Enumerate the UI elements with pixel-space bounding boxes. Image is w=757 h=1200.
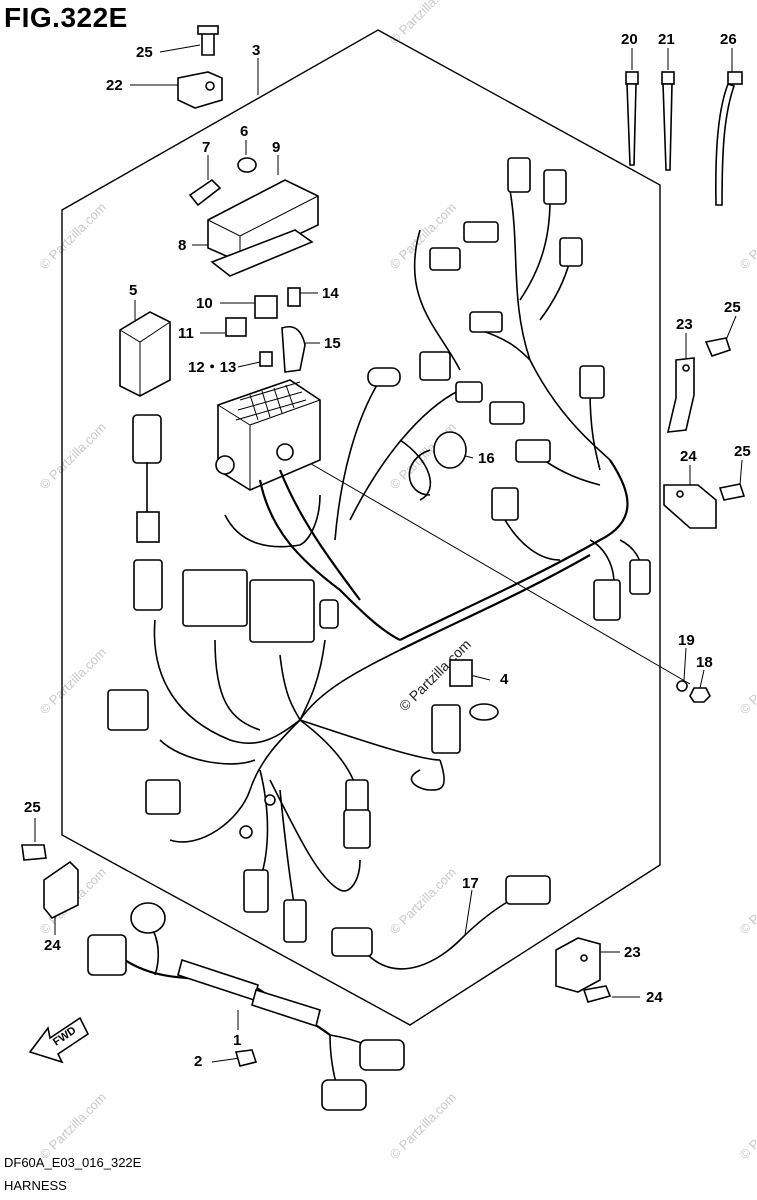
callout-22: 22 [106,77,123,94]
callout-4: 4 [500,671,509,688]
watermark: © Partzilla.com [387,1090,460,1163]
watermark: © Partzilla.com [37,420,110,493]
assembly-outline [61,29,661,1026]
connectors [107,157,651,943]
callout-8: 8 [178,237,186,254]
watermark: © Partzilla.com [387,865,460,938]
callout-9: 9 [272,139,280,156]
callout-15: 15 [324,335,341,352]
watermark: © Partzilla.com [37,200,110,273]
callout-25-left: 25 [24,799,41,816]
figure-code: DF60A_E03_016_322E [4,1155,142,1170]
callout-3: 3 [252,42,260,59]
callout-5: 5 [129,282,137,299]
callout-1: 1 [233,1032,241,1049]
callout-12-13: 12・13 [188,359,236,376]
callout-24-bottom: 24 [646,989,663,1006]
callout-25-right-lower: 25 [734,443,751,460]
bracket-22 [177,25,223,109]
watermark: © Partzilla.com [737,200,757,273]
small-parts-cluster [119,287,306,543]
cable-ties [625,71,743,206]
callout-19: 19 [678,632,695,649]
sensor-16 [408,449,431,496]
watermark: © Partzilla.com [37,645,110,718]
callout-26: 26 [720,31,737,48]
brackets-and-fasteners [21,337,746,1003]
fuse-relay-box [215,379,321,491]
figure-title: FIG.322E [4,2,128,33]
callout-6: 6 [240,123,248,140]
fuse-box-cover [188,157,319,277]
callout-17: 17 [462,875,479,892]
watermark: © Partzilla.com [737,1090,757,1163]
callout-7: 7 [202,139,210,156]
callout-21: 21 [658,31,675,48]
callout-14: 14 [322,285,339,302]
watermark: © Partzilla.com [737,645,757,718]
callout-24-left: 24 [44,937,61,954]
callout-2: 2 [194,1053,202,1070]
callout-25-right-upper: 25 [724,299,741,316]
harness-1 [87,902,405,1111]
callout-23-bottom: 23 [624,944,641,961]
fwd-arrow: FWD [28,1016,90,1064]
callout-18: 18 [696,654,713,671]
callout-16: 16 [478,450,495,467]
watermark: © Partzilla.com [737,865,757,938]
main-harness [153,189,643,911]
callout-10: 10 [196,295,213,312]
callouts: 1 2 3 4 5 6 7 8 9 10 11 12・13 14 15 16 1… [24,31,751,1070]
sub-harness-17 [331,875,551,970]
figure-name: HARNESS [4,1178,67,1193]
watermark: © Partzilla.com [37,1090,110,1163]
callout-25-top: 25 [136,44,153,61]
callout-24-right: 24 [680,448,697,465]
callout-23-right: 23 [676,316,693,333]
callout-11: 11 [178,325,194,342]
callout-20: 20 [621,31,638,48]
